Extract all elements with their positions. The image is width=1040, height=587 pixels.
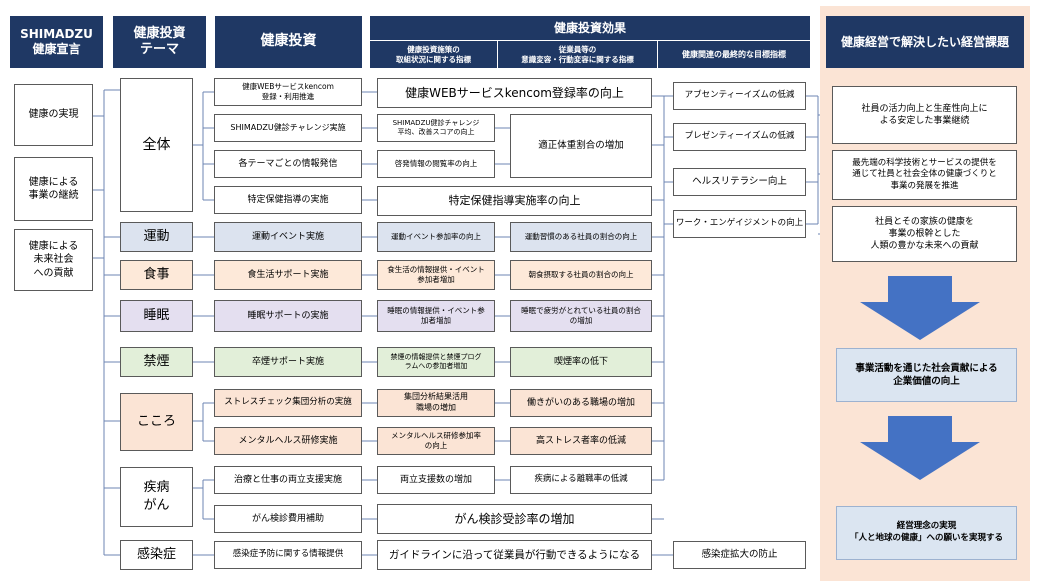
indicator-support-count: 両立支援数の増加 [377,466,495,494]
indicator-engaging: 働きがいのある職場の増加 [510,389,652,417]
indicator-kencom-rate: 健康WEBサービスkencom登録率の向上 [377,78,652,108]
indicator-sleep-rate: 睡眠の情報提供・イベント参 加者増加 [377,300,495,332]
header-effect-sub3: 健康関連の最終的な目標指標 [658,40,810,68]
final-goal-literacy: ヘルスリテラシー向上 [673,168,806,196]
indicator-stress-drop: 高ストレス者率の低減 [510,427,652,455]
header-effect-sub1: 健康投資施策の 取組状況に関する指標 [370,40,498,68]
investment-info: 各テーマごとの情報発信 [214,150,362,178]
theme-mind: こころ [120,393,193,451]
declaration-future: 健康による 未来社会 への貢献 [14,229,93,291]
theme-smoking: 禁煙 [120,347,193,377]
investment-exercise-event: 運動イベント実施 [214,222,362,252]
indicator-guidance-rate: 特定保健指導実施率の向上 [377,186,652,216]
indicator-mental-rate: メンタルヘルス研修参加率 の向上 [377,427,495,455]
management-issue-1: 社員の活力向上と生産性向上に よる安定した事業継続 [832,86,1017,144]
indicator-diet-rate: 食生活の情報提供・イベント 参加者増加 [377,260,495,290]
theme-disease: 疾病 がん [120,467,193,527]
investment-challenge: SHIMADZU健診チャレンジ実施 [214,114,362,142]
theme-infection: 感染症 [120,540,193,570]
indicator-breakfast: 朝食摂取する社員の割合の向上 [510,260,652,290]
indicator-exercise-rate: 運動イベント参加率の向上 [377,222,495,252]
indicator-stress-rate: 集団分析結果活用 職場の増加 [377,389,495,417]
header-effect: 健康投資効果 [370,16,810,40]
arrow-down-icon [860,276,980,340]
indicator-info-views: 啓発情報の閲覧率の向上 [377,150,495,178]
management-result-1: 事業活動を通じた社会貢献による 企業価値の向上 [836,348,1017,402]
indicator-exercise-habit: 運動習慣のある社員の割合の向上 [510,222,652,252]
arrow-down-icon [860,416,980,480]
management-result-2: 経営理念の実現 「人と地球の健康」への願いを実現する [836,506,1017,560]
final-goal-absenteeism: アブセンティーイズムの低減 [673,82,806,110]
theme-overall: 全体 [120,78,193,212]
final-goal-presenteeism: プレゼンティーイズムの低減 [673,123,806,151]
indicator-challenge-score: SHIMADZU健診チャレンジ 平均、改善スコアの向上 [377,114,495,142]
final-goal-engagement: ワーク・エンゲイジメントの向上 [673,210,806,238]
header-goal: 健康経営で解決したい経営課題 [826,16,1024,68]
indicator-turnover: 疾病による離職率の低減 [510,466,652,494]
indicator-sleep-rest: 睡眠で疲労がとれている社員の割合 の増加 [510,300,652,332]
header-declaration: SHIMADZU 健康宣言 [10,16,103,68]
investment-stress-check: ストレスチェック集団分析の実施 [214,389,362,417]
investment-guidance: 特定保健指導の実施 [214,186,362,214]
investment-smoking-support: 卒煙サポート実施 [214,347,362,377]
declaration-health: 健康の実現 [14,84,93,146]
theme-diet: 食事 [120,260,193,290]
header-theme: 健康投資 テーマ [113,16,206,68]
investment-work-support: 治療と仕事の両立支援実施 [214,466,362,494]
final-goal-infection-prevention: 感染症拡大の防止 [673,541,806,569]
investment-mental-training: メンタルヘルス研修実施 [214,427,362,455]
indicator-weight: 適正体重割合の増加 [510,114,652,178]
investment-infection-info: 感染症予防に関する情報提供 [214,541,362,569]
investment-diet-support: 食生活サポート実施 [214,260,362,290]
theme-sleep: 睡眠 [120,300,193,332]
investment-cancer-subsidy: がん検診費用補助 [214,505,362,533]
header-effect-sub2: 従業員等の 意識変容・行動変容に関する指標 [498,40,658,68]
indicator-guideline: ガイドラインに沿って従業員が行動できるようになる [377,540,652,570]
investment-kencom: 健康WEBサービスkencom 登録・利用推進 [214,78,362,106]
indicator-smoking-drop: 喫煙率の低下 [510,347,652,377]
indicator-smoking-rate: 禁煙の情報提供と禁煙プログ ラムへの参加者増加 [377,347,495,377]
investment-sleep-support: 睡眠サポートの実施 [214,300,362,332]
theme-exercise: 運動 [120,222,193,252]
indicator-cancer-rate: がん検診受診率の増加 [377,504,652,534]
management-issue-2: 最先端の科学技術とサービスの提供を 通じて社員と社会全体の健康づくりと 事業の発… [832,150,1017,200]
header-investment: 健康投資 [215,16,362,68]
declaration-business: 健康による 事業の継続 [14,157,93,221]
management-issue-3: 社員とその家族の健康を 事業の根幹とした 人類の豊かな未来への貢献 [832,206,1017,262]
